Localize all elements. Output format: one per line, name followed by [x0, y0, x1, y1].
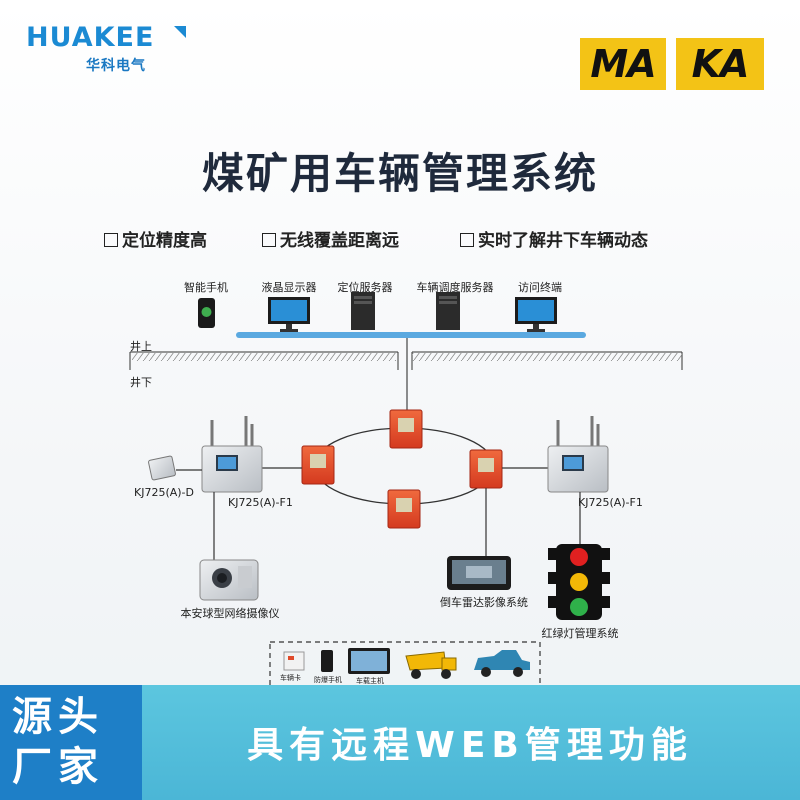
checkbox-icon — [104, 233, 118, 247]
substation-right-icon — [547, 416, 609, 493]
surface-device-label: 访问终端 — [518, 281, 562, 294]
pickup-truck-icon — [474, 650, 530, 677]
feature-2-label: 无线覆盖距离远 — [280, 231, 399, 251]
slogan: 具有远程WEB管理功能 — [247, 725, 693, 766]
badge-line-1: 源头 — [12, 694, 104, 740]
maka-logo-part-2: KA — [691, 42, 750, 86]
level-below-label: 井下 — [130, 376, 152, 389]
surface-device-label: 定位服务器 — [337, 281, 393, 294]
brand-name-en: HUAKEE — [26, 22, 155, 53]
camera-icon — [199, 559, 259, 601]
vehicle-item-label: 车载主机 — [356, 677, 384, 685]
ground-left — [129, 351, 399, 370]
vehicle-card-icon — [283, 651, 305, 671]
switch-bottom — [387, 489, 421, 529]
checkbox-icon — [460, 233, 474, 247]
substation-left-label: KJ725(A)-F1 — [228, 496, 293, 509]
surface-device-label: 车辆调度服务器 — [416, 281, 494, 294]
traffic-light-icon — [548, 544, 610, 620]
surface-device-label: 液晶显示器 — [261, 281, 317, 294]
switch-right — [469, 449, 503, 489]
reverse-radar-icon — [447, 556, 511, 590]
reader-icon — [148, 455, 176, 481]
brand-name-cn: 华科电气 — [86, 58, 146, 74]
reader-label: KJ725(A)-D — [134, 486, 195, 499]
huakee-logo: HUAKEE 华科电气 — [26, 22, 186, 74]
vehicle-item-label: 防爆手机 — [314, 676, 342, 684]
traffic-light-label: 红绿灯管理系统 — [541, 627, 619, 640]
checkbox-icon — [262, 233, 276, 247]
level-above-label: 井上 — [130, 340, 152, 353]
feature-1-label: 定位精度高 — [122, 231, 207, 251]
switch-left — [301, 445, 335, 485]
badge-line-2: 厂家 — [12, 744, 104, 790]
surface-device-label: 智能手机 — [184, 281, 228, 294]
swoosh-icon — [174, 26, 186, 38]
vehicle-group-box — [269, 641, 541, 687]
feature-1: 定位精度高 — [104, 226, 207, 251]
substation-left-icon — [201, 416, 263, 493]
access-terminal-icon — [515, 297, 557, 332]
feature-3-label: 实时了解井下车辆动态 — [478, 231, 648, 251]
lcd-monitor-icon — [268, 297, 310, 332]
maka-logo: MA KA — [580, 38, 764, 90]
dump-truck-icon — [405, 651, 457, 679]
maka-logo-part-1: MA — [590, 42, 656, 86]
source-badge-text: 源头 厂家 — [12, 692, 132, 792]
vehicle-item-label: 车辆卡 — [280, 674, 301, 682]
vehicle-host-icon — [348, 648, 390, 674]
reverse-radar-label: 倒车雷达影像系统 — [440, 596, 528, 609]
camera-label: 本安球型网络摄像仪 — [180, 607, 280, 620]
source-badge — [0, 685, 142, 800]
dispatch-server-icon — [436, 292, 460, 330]
explosion-proof-phone-icon — [321, 650, 333, 672]
smartphone-icon — [198, 298, 215, 328]
feature-3: 实时了解井下车辆动态 — [460, 226, 648, 251]
switch-top — [389, 409, 423, 449]
feature-2: 无线覆盖距离远 — [262, 226, 399, 251]
substation-right-label: KJ725(A)-F1 — [578, 496, 643, 509]
positioning-server-icon — [351, 292, 375, 330]
network-bus — [236, 332, 586, 338]
page-title: 煤矿用车辆管理系统 — [201, 149, 598, 198]
